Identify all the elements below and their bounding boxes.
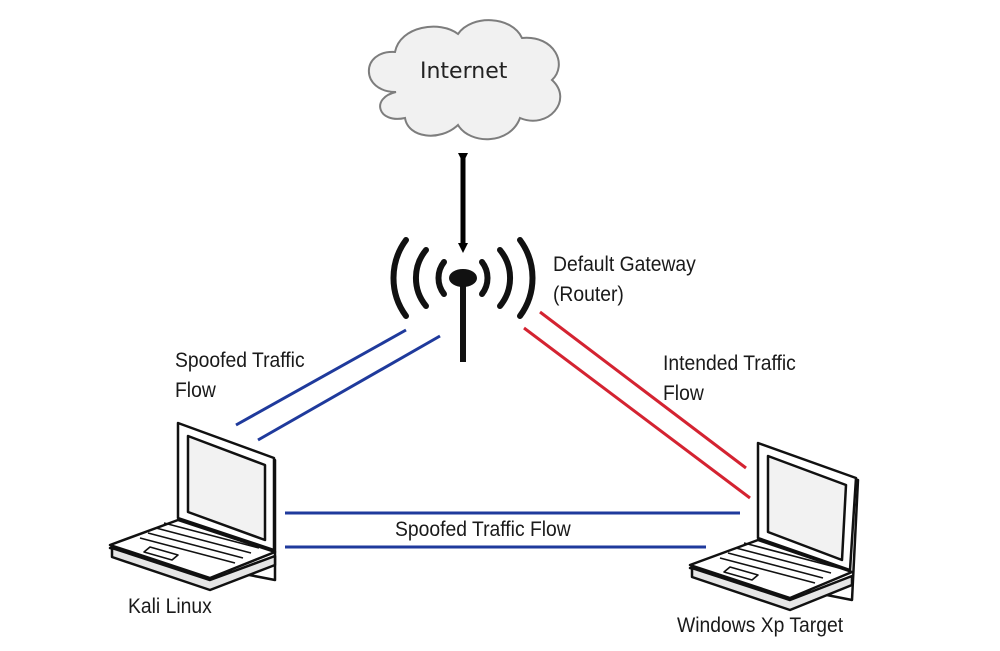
target-label: Windows Xp Target [677,614,844,637]
target-laptop-icon [688,441,860,612]
intended-flow-label-line2: Flow [663,382,704,405]
attacker-label: Kali Linux [128,595,212,618]
spoofed-flow-label-line1: Spoofed Traffic [175,349,305,372]
router-label-line1: Default Gateway [553,253,696,276]
cloud-icon [368,19,562,141]
attacker-laptop-icon [108,421,277,592]
attacker-target-link [285,511,740,549]
intended-flow-label-line1: Intended Traffic [663,352,796,375]
spoofed-flow-label-bottom: Spoofed Traffic Flow [395,518,571,541]
router-label-line2: (Router) [553,283,624,306]
attacker-router-link [235,328,441,442]
wireless-router-icon [390,237,536,362]
spoofed-flow-label-line2: Flow [175,379,216,402]
internet-label: Internet [420,59,508,84]
router-target-link [523,310,751,500]
